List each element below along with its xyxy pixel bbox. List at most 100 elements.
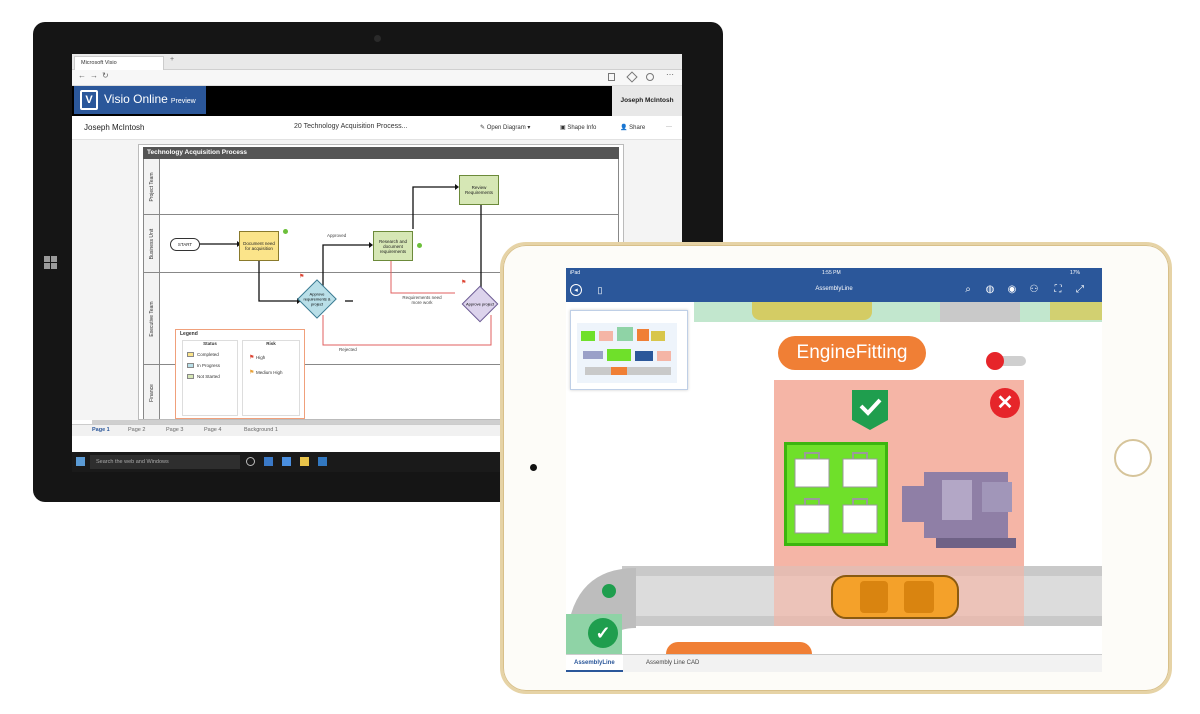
back-icon[interactable]: ◂ bbox=[570, 284, 582, 296]
folder-icon[interactable] bbox=[300, 457, 309, 466]
process-document-need[interactable]: Document need for acquisition bbox=[239, 231, 279, 261]
car-icon[interactable] bbox=[830, 572, 960, 622]
start-shape[interactable]: START bbox=[170, 238, 200, 251]
page-tab[interactable]: Background 1 bbox=[244, 427, 278, 433]
camera-icon bbox=[530, 464, 537, 471]
layers-icon[interactable]: ◍ bbox=[985, 284, 995, 295]
next-station-label[interactable] bbox=[666, 642, 812, 654]
fit-page-icon[interactable]: ⛶ bbox=[1054, 284, 1062, 295]
shape-info-icon: ▣ bbox=[560, 125, 568, 131]
browser-tab[interactable]: Microsoft Visio bbox=[74, 56, 164, 70]
parts-bags bbox=[794, 452, 878, 534]
forward-icon[interactable]: → bbox=[90, 71, 98, 80]
car-top-right bbox=[1050, 302, 1102, 320]
legend-risk-header: Risk bbox=[266, 341, 276, 346]
process-research[interactable]: Research and document requirements bbox=[373, 231, 413, 261]
fullscreen-icon[interactable]: ⤢ bbox=[1076, 284, 1084, 295]
sheet-tabs: AssemblyLine Assembly Line CAD bbox=[566, 654, 1102, 672]
label-needs-more-work: Requirements need more work bbox=[402, 295, 442, 305]
task-view-icon[interactable] bbox=[246, 457, 255, 466]
legend: Legend Status Completed In Progress Not … bbox=[175, 329, 305, 419]
search-icon[interactable]: ⌕ bbox=[965, 284, 971, 295]
open-diagram-button[interactable]: ✎ Open Diagram ▾ bbox=[480, 125, 531, 131]
legend-title: Legend bbox=[180, 331, 198, 337]
document-owner: Joseph McIntosh bbox=[84, 123, 145, 132]
taskbar-search[interactable]: Search the web and Windows bbox=[90, 455, 240, 469]
more-options-button[interactable]: ··· bbox=[666, 124, 672, 130]
flag-icon: ⚑ bbox=[249, 370, 257, 376]
visio-logo-icon: V bbox=[80, 90, 98, 110]
page-tab[interactable]: Page 1 bbox=[92, 427, 110, 433]
risk-flag-icon: ⚑ bbox=[299, 274, 305, 280]
legend-risk: Risk ⚑ High ⚑ Medium High bbox=[242, 340, 300, 416]
page-tab[interactable]: Page 2 bbox=[128, 427, 146, 433]
browser-tab-strip: Microsoft Visio + bbox=[72, 54, 682, 70]
carrier: iPad bbox=[570, 270, 581, 276]
close-icon[interactable]: ✕ bbox=[990, 388, 1020, 418]
refresh-icon[interactable]: ↻ bbox=[102, 71, 109, 80]
document-title: AssemblyLine bbox=[815, 286, 853, 292]
page-tab[interactable]: Page 3 bbox=[166, 427, 184, 433]
windows-logo-icon[interactable] bbox=[44, 256, 58, 270]
label-approved: Approved bbox=[327, 233, 347, 238]
parts-bin[interactable] bbox=[784, 442, 888, 546]
status-toggle[interactable] bbox=[990, 356, 1026, 366]
checkmark-badge-icon bbox=[852, 390, 888, 430]
share-button[interactable]: 👤 Share bbox=[620, 125, 646, 131]
command-bar: Joseph McIntosh 20 Technology Acquisitio… bbox=[72, 116, 682, 140]
car-top bbox=[752, 302, 872, 320]
document-title: 20 Technology Acquisition Process... bbox=[294, 123, 408, 130]
new-tab-icon[interactable]: + bbox=[170, 56, 175, 63]
home-button[interactable] bbox=[1114, 439, 1152, 477]
edge-icon[interactable] bbox=[264, 457, 273, 466]
lane-project-team[interactable]: Project Team bbox=[143, 159, 619, 215]
pencil-icon: ✎ bbox=[480, 125, 487, 131]
horizontal-scrollbar[interactable] bbox=[92, 420, 612, 424]
shape-info-button[interactable]: ▣ Shape Info bbox=[560, 125, 597, 131]
back-icon[interactable]: ← bbox=[78, 71, 86, 80]
visio-app-bar: ◂ ▯ AssemblyLine ⌕ ◍ ◉ ⚇ ⛶ ⤢ bbox=[566, 278, 1102, 302]
clock: 1:55 PM bbox=[822, 270, 841, 276]
engine-machine-icon bbox=[902, 472, 1016, 548]
diagram-title: Technology Acquisition Process bbox=[143, 147, 619, 159]
camera-icon bbox=[374, 35, 381, 42]
tab-assembly-line-cad[interactable]: Assembly Line CAD bbox=[646, 660, 700, 666]
chevron-down-icon: ▾ bbox=[525, 125, 531, 131]
process-review[interactable]: Review Requirements bbox=[459, 175, 499, 205]
status-dot bbox=[602, 584, 616, 598]
page-overview-thumbnail[interactable] bbox=[570, 310, 688, 390]
label-rejected: Rejected bbox=[339, 347, 357, 352]
tab-assemblyline[interactable]: AssemblyLine bbox=[566, 655, 623, 672]
assembly-canvas[interactable]: EngineFitting ✕ bbox=[566, 302, 1102, 654]
check-circle-icon: ✓ bbox=[588, 618, 618, 648]
document-icon[interactable]: ▯ bbox=[597, 285, 603, 295]
battery-level: 17% bbox=[1070, 270, 1081, 276]
flag-icon: ⚑ bbox=[249, 355, 257, 361]
ipad-screen: iPad 1:55 PM 17% ◂ ▯ AssemblyLine ⌕ ◍ ◉ … bbox=[566, 268, 1102, 672]
reading-view-icon[interactable] bbox=[608, 73, 615, 81]
share-page-icon[interactable] bbox=[646, 73, 654, 81]
browser-address-bar: ← → ↻ ⋯ bbox=[72, 70, 682, 86]
share-people-icon[interactable]: ⚇ bbox=[1029, 284, 1039, 295]
swatch-not-started bbox=[187, 374, 194, 379]
legend-status-header: Status bbox=[203, 341, 217, 346]
page-tab[interactable]: Page 4 bbox=[204, 427, 222, 433]
people-icon: 👤 bbox=[620, 125, 630, 131]
more-icon[interactable]: ⋯ bbox=[666, 70, 674, 79]
legend-status: Status Completed In Progress Not Started bbox=[182, 340, 238, 416]
start-menu-icon[interactable] bbox=[76, 457, 85, 466]
status-dot bbox=[283, 229, 288, 234]
swatch-in-progress bbox=[187, 363, 194, 368]
ios-status-bar: iPad 1:55 PM 17% bbox=[566, 268, 1102, 278]
conveyor-segment bbox=[940, 302, 1020, 322]
swatch-completed bbox=[187, 352, 194, 357]
engine-fitting-label[interactable]: EngineFitting bbox=[778, 336, 926, 370]
store-icon[interactable] bbox=[318, 457, 327, 466]
user-name[interactable]: Joseph McIntosh bbox=[612, 86, 682, 116]
view-icon[interactable]: ◉ bbox=[1007, 284, 1017, 295]
toggle-knob[interactable] bbox=[986, 352, 1004, 370]
ie-icon[interactable] bbox=[282, 457, 291, 466]
notes-icon[interactable] bbox=[626, 71, 638, 83]
